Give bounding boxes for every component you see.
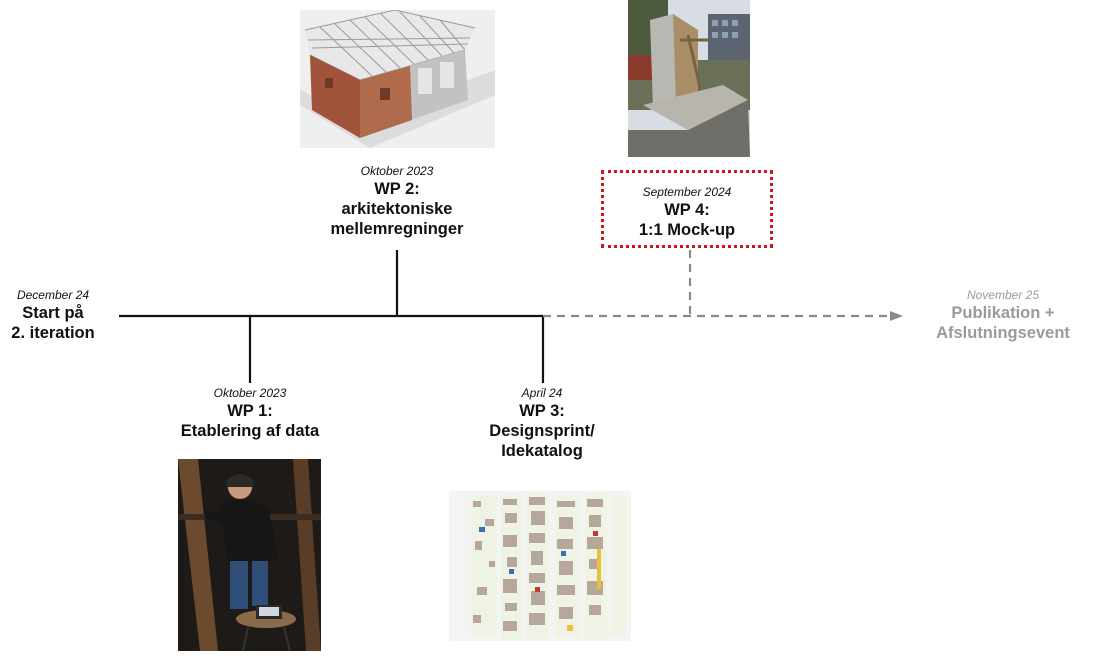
end-date: November 25 bbox=[966, 288, 1040, 302]
start-title-line2: 2. iteration bbox=[11, 324, 95, 342]
wp4-mockup-image bbox=[628, 0, 750, 157]
wp1-title-line2: Etablering af data bbox=[180, 422, 320, 440]
wp4-title-line1: WP 4: bbox=[664, 201, 710, 219]
wp3-date: April 24 bbox=[521, 386, 563, 400]
wp1-person-photo bbox=[178, 459, 321, 651]
milestone-wp4: September 2024 WP 4: 1:1 Mock-up bbox=[601, 184, 773, 240]
wp3-idea-catalog-image bbox=[449, 491, 631, 641]
wp4-date: September 2024 bbox=[642, 185, 732, 199]
start-date: December 24 bbox=[16, 288, 90, 302]
wp2-title-line1: WP 2: bbox=[374, 180, 420, 198]
timeline-arrowhead bbox=[890, 311, 903, 321]
milestone-wp1: Oktober 2023 WP 1: Etablering af data bbox=[160, 385, 340, 441]
wp2-title-line2: arkitektoniske bbox=[341, 200, 453, 218]
wp3-title-line1: WP 3: bbox=[519, 402, 565, 420]
milestone-end: November 25 Publikation + Afslutningseve… bbox=[918, 287, 1088, 343]
wp2-building-scan-image bbox=[300, 10, 495, 148]
milestone-start: December 24 Start på 2. iteration bbox=[0, 287, 106, 343]
milestone-wp3: April 24 WP 3: Designsprint/ Idekatalog bbox=[452, 385, 632, 461]
end-title-line2: Afslutningsevent bbox=[936, 324, 1070, 342]
wp2-title-line3: mellemregninger bbox=[330, 220, 464, 238]
wp4-highlight-box bbox=[601, 170, 773, 248]
wp3-title-line2: Designsprint/ bbox=[489, 422, 595, 440]
wp1-title-line1: WP 1: bbox=[227, 402, 273, 420]
wp2-date: Oktober 2023 bbox=[360, 164, 434, 178]
wp3-title-line3: Idekatalog bbox=[501, 442, 583, 460]
start-title-line1: Start på bbox=[22, 304, 84, 322]
end-title-line1: Publikation + bbox=[951, 304, 1055, 322]
wp4-title-line2: 1:1 Mock-up bbox=[638, 221, 736, 239]
milestone-wp2: Oktober 2023 WP 2: arkitektoniske mellem… bbox=[307, 163, 487, 239]
wp1-date: Oktober 2023 bbox=[213, 386, 287, 400]
